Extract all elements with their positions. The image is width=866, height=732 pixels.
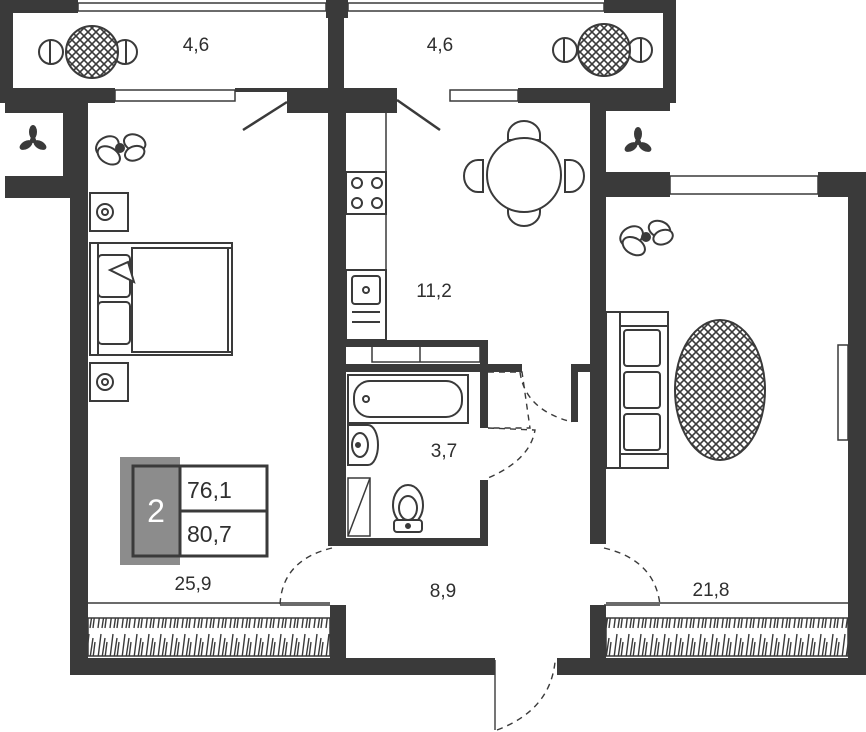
- toilet-icon: [392, 484, 424, 533]
- fan-icon: [19, 125, 652, 152]
- dining-table-icon: [463, 120, 585, 227]
- living-room-area: 21,8: [693, 580, 730, 601]
- kitchen-area: 11,2: [416, 281, 452, 302]
- bedroom-area: 25,9: [175, 574, 212, 595]
- sofa-icon: [605, 311, 669, 469]
- room-count: 2: [147, 493, 165, 529]
- balcony-table-icon: [65, 23, 631, 79]
- balcony-right-area: 4,6: [427, 35, 453, 56]
- washer-box: [347, 477, 371, 537]
- room-labels: 4,6 4,6 11,2 3,7 8,9 25,9 21,8: [175, 35, 730, 602]
- kitchen-counter: [371, 113, 481, 363]
- sink-icon: [345, 269, 387, 341]
- rug-icon: [674, 319, 766, 461]
- chair-icon: [38, 37, 653, 65]
- doors: [242, 98, 661, 731]
- windows: [77, 2, 849, 604]
- sink-icon: [347, 424, 379, 466]
- bathroom-area: 3,7: [431, 441, 457, 462]
- balcony-left-area: 4,6: [183, 35, 209, 56]
- nightstand-icon: [89, 192, 129, 402]
- bed-icon: [89, 242, 233, 356]
- stove-icon: [345, 171, 387, 215]
- bathtub-icon: [347, 374, 469, 424]
- plant-icon: [95, 133, 674, 257]
- area-badge: 2 76,1 80,7: [120, 457, 269, 565]
- living-area-value: 76,1: [187, 477, 232, 503]
- radiator-icon: [87, 617, 849, 657]
- total-area-value: 80,7: [187, 521, 232, 547]
- hall-area: 8,9: [430, 581, 456, 602]
